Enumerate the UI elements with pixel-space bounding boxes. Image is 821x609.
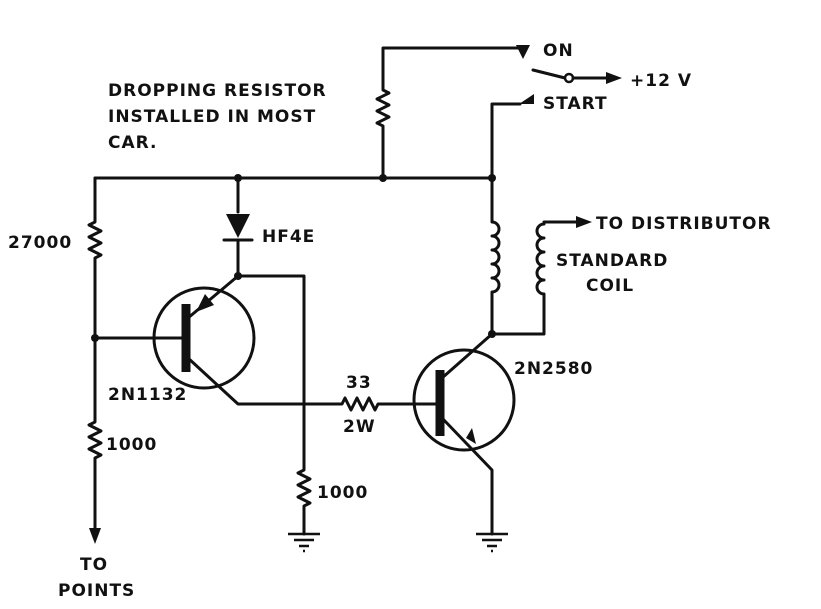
coil-label-line-2: COIL: [586, 276, 634, 296]
diode-hf4e-symbol: [226, 214, 250, 238]
ground-symbol: [476, 532, 508, 553]
r-33-power-label: 2W: [343, 417, 376, 437]
q2-transistor-body: [412, 348, 516, 452]
start-contact-arrow: [519, 94, 534, 104]
q1-emitter-lead: [186, 274, 240, 320]
on-label: ON: [543, 41, 574, 61]
junction-dot: [488, 330, 496, 338]
q1-transistor-body: [152, 286, 256, 390]
on-contact-arrow: [516, 45, 530, 59]
r-1000-emitter-resistor: [236, 274, 312, 536]
r-1000-points-resistor: [87, 336, 103, 532]
junction-dot: [379, 174, 387, 182]
note-line-3: CAR.: [108, 133, 158, 153]
start-label: START: [543, 94, 608, 114]
supply-arrow: [606, 72, 622, 84]
note-line-2: INSTALLED IN MOST: [108, 107, 316, 127]
dropping-resistor-wire: [375, 46, 524, 180]
junction-dot: [488, 174, 496, 182]
q1-collector-lead: [186, 356, 332, 406]
r-33-value-label: 33: [346, 373, 372, 393]
r-27000-label: 27000: [8, 233, 72, 253]
distributor-arrow: [576, 216, 592, 228]
junction-dot: [91, 334, 99, 342]
to-label: TO: [80, 555, 108, 575]
r-33-resistor: [328, 396, 442, 412]
supply-label: +12 V: [630, 71, 692, 91]
coil-label-line-1: STANDARD: [556, 251, 668, 271]
diode-label: HF4E: [262, 227, 315, 247]
junction-dot: [234, 272, 242, 280]
points-label: POINTS: [58, 581, 135, 601]
q2-emitter-arrow: [466, 428, 476, 444]
coil-secondary-winding: [535, 220, 580, 336]
q1-emitter-arrow: [196, 294, 214, 312]
coil-primary-winding: [490, 176, 501, 336]
junction-dot: [234, 174, 242, 182]
start-wire: [490, 102, 522, 180]
r-1000-points-label: 1000: [106, 435, 157, 455]
to-distributor-label: TO DISTRIBUTOR: [596, 214, 772, 234]
ground-symbol: [288, 532, 320, 553]
r-27000-resistor: [87, 176, 103, 340]
q1-label: 2N1132: [108, 385, 187, 405]
q2-emitter-lead: [440, 416, 494, 536]
q2-collector-lead: [440, 332, 494, 380]
r-1000-emitter-label: 1000: [317, 483, 368, 503]
note-line-1: DROPPING RESISTOR: [108, 81, 327, 101]
q2-label: 2N2580: [514, 359, 593, 379]
to-points-arrow: [89, 528, 101, 544]
ignition-switch-blade: [531, 68, 567, 80]
